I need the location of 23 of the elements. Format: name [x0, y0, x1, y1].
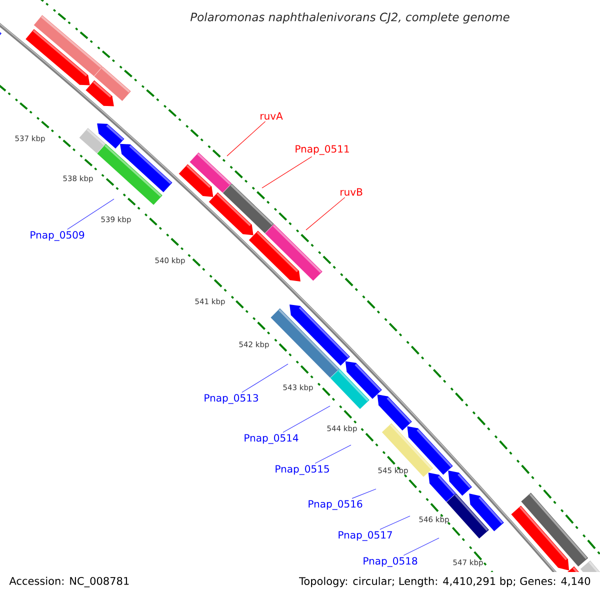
info-text: Accession: NC_008781 — [9, 576, 129, 588]
leader-line — [380, 516, 410, 530]
gene-label: ruvA — [260, 112, 283, 120]
leader-line — [352, 488, 376, 499]
gene-label: Pnap_0511 — [296, 145, 349, 155]
gene-label: Pnap_0515 — [276, 465, 329, 475]
gene-label: Pnap_0517 — [338, 531, 392, 541]
leader-line — [67, 198, 114, 230]
gene-label: Pnap_0516 — [308, 500, 362, 510]
gene-label: Pnap_0513 — [204, 394, 258, 404]
leader-line — [226, 121, 266, 156]
leader-line — [242, 364, 288, 393]
leader-line — [262, 156, 312, 188]
gene-label: ruvB — [340, 188, 362, 196]
leader-line — [306, 197, 346, 230]
leader-line — [282, 406, 330, 433]
leader-line — [314, 444, 352, 464]
title: Polaromonas naphthalenivorans CJ2, complete genome — [190, 12, 510, 24]
gene-label: Pnap_0518 — [364, 557, 418, 567]
gene-label: Pnap_0509 — [30, 231, 84, 241]
info-text: Topology: circular; Length: 4,410,291 bp; Genes: 4,140 — [299, 576, 590, 588]
gene-label: Pnap_0514 — [244, 434, 298, 444]
leader-line — [403, 538, 440, 556]
